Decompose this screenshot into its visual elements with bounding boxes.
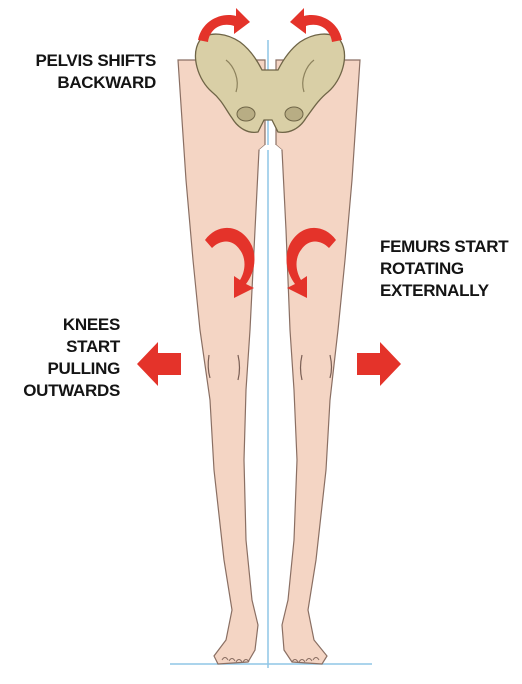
knees-label-line-2: START — [20, 336, 120, 358]
straight-arrow-icon — [357, 342, 401, 386]
pelvis-label-line-2: BACKWARD — [18, 72, 156, 94]
femurs-label-line-2: ROTATING — [380, 258, 520, 280]
knees-label-line-4: OUTWARDS — [20, 380, 120, 402]
pelvis-label-line-1: PELVIS SHIFTS — [18, 50, 156, 72]
knees-label: KNEES START PULLING OUTWARDS — [20, 314, 120, 402]
femurs-label-line-3: EXTERNALLY — [380, 280, 520, 302]
straight-arrow-icon — [137, 342, 181, 386]
knees-label-line-1: KNEES — [20, 314, 120, 336]
right-leg — [276, 60, 360, 664]
knees-label-line-3: PULLING — [20, 358, 120, 380]
left-leg — [178, 60, 265, 664]
pelvis-label: PELVIS SHIFTS BACKWARD — [18, 50, 156, 94]
femurs-label: FEMURS START ROTATING EXTERNALLY — [380, 236, 520, 302]
femurs-label-line-1: FEMURS START — [380, 236, 520, 258]
